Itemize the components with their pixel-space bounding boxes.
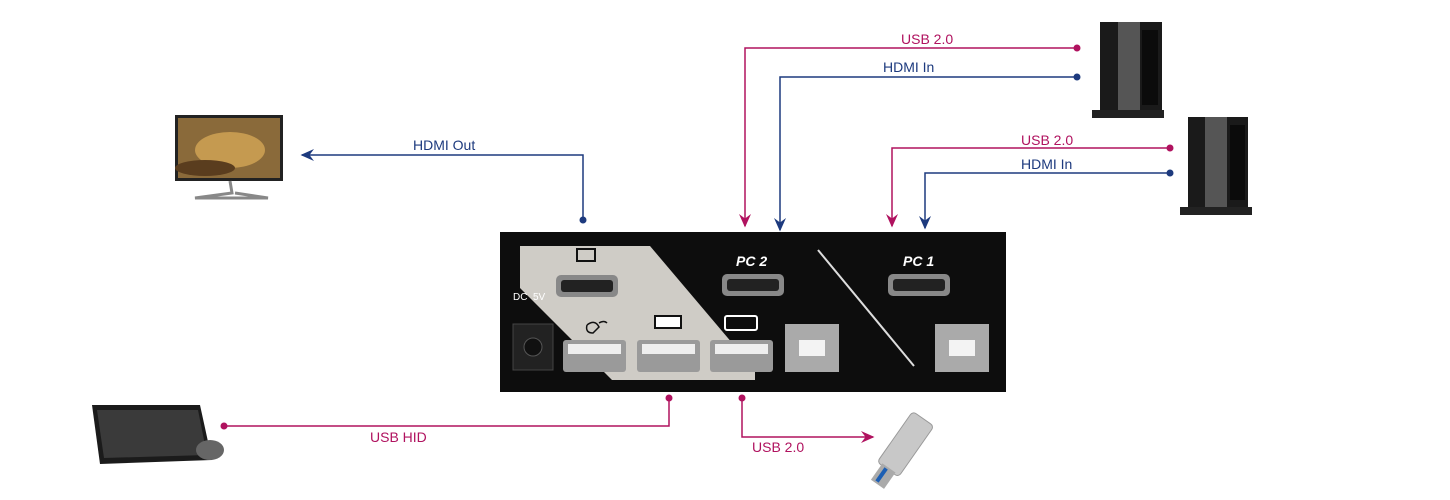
pc1-usb-line (886, 144, 1174, 228)
keyboard-icon (654, 315, 682, 329)
usb-drive-image (870, 412, 933, 489)
monitor-hdmi-line (300, 149, 587, 224)
keyboard-mouse-image (92, 405, 224, 464)
pc1-hdmi-label: HDMI In (1021, 156, 1072, 172)
pc1-hdmi-line (919, 169, 1174, 230)
pc2-server-image (1092, 22, 1164, 118)
usb-drive-label: USB 2.0 (752, 439, 804, 455)
monitor-icon (576, 248, 596, 262)
pc1-server-image (1180, 117, 1252, 215)
keyboard-usb-label: USB HID (370, 429, 427, 445)
monitor-hdmi-label: HDMI Out (413, 137, 475, 153)
usb-icon (724, 315, 758, 331)
usb-drive-line (738, 394, 875, 443)
monitor-image (175, 115, 283, 200)
pc2-usb-label: USB 2.0 (901, 31, 953, 47)
pc2-hdmi-line (774, 73, 1081, 232)
pc2-label: PC 2 (736, 253, 767, 269)
kvm-switch-rear-panel: PC 2 PC 1 DC 5V (500, 232, 1006, 392)
mouse-icon (585, 320, 608, 334)
pc1-usb-label: USB 2.0 (1021, 132, 1073, 148)
pc2-usb-line (739, 44, 1081, 228)
power-label: DC 5V (513, 292, 546, 303)
pc2-hdmi-label: HDMI In (883, 59, 934, 75)
pc1-label: PC 1 (903, 253, 934, 269)
keyboard-usb-line (220, 394, 673, 430)
